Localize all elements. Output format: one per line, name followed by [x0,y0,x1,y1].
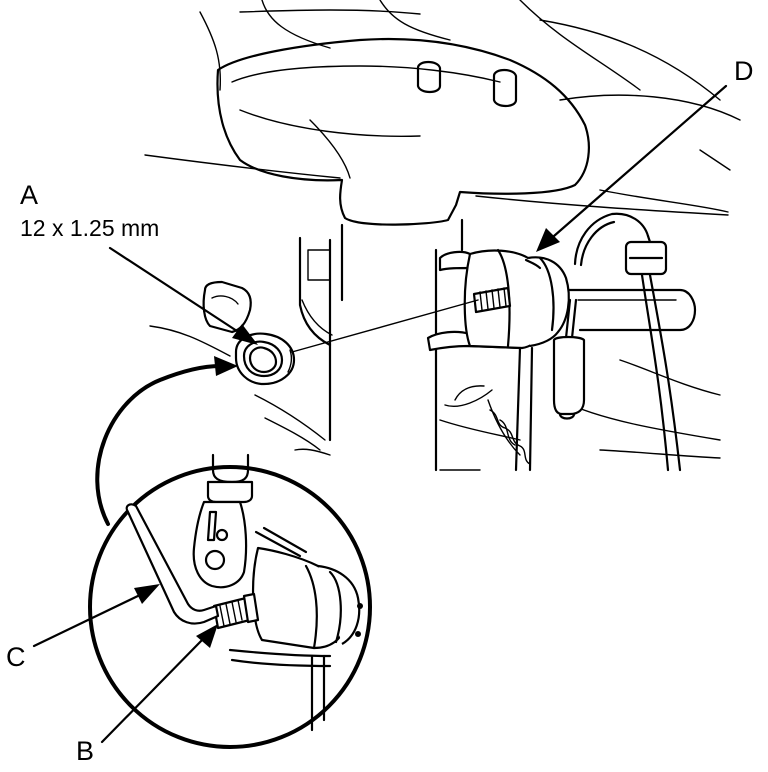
install-guide-line [291,299,479,353]
callout-c-letter: C [6,642,26,672]
curved-arrow-icon [95,356,238,526]
arrowhead-icon [196,624,218,648]
callout-d-letter: D [734,56,754,86]
arrowhead-icon [134,584,160,604]
leader-d [536,84,728,252]
arrowhead-icon [232,324,258,345]
flange-nut [234,332,296,386]
stabilizer-link [426,212,682,472]
leader-b [100,624,218,744]
callout-a-letter: A [20,180,38,210]
leader-a [108,246,258,345]
leader-c [32,584,160,648]
detail-circle [88,453,372,749]
vehicle-structure [144,0,741,472]
callout-b-letter: B [76,736,94,766]
callout-a-spec: 12 x 1.25 mm [20,215,159,241]
arrowhead-icon [536,228,560,252]
